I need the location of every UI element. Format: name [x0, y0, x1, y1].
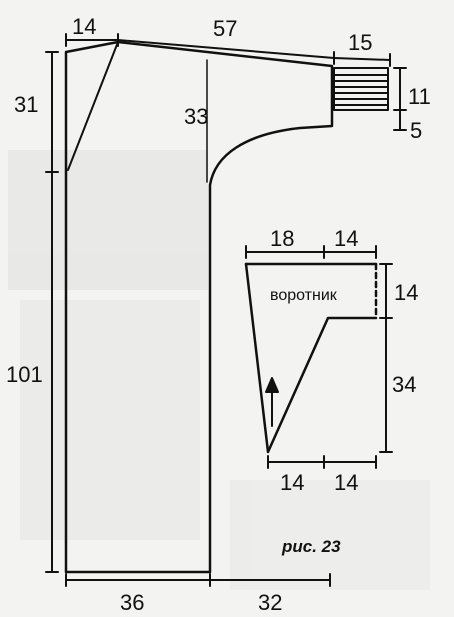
collar-dim-right-lower: 34	[392, 372, 416, 397]
main-pattern-outline	[64, 40, 334, 574]
grain-arrow-icon	[265, 377, 279, 427]
dim-bottom-left: 36	[120, 590, 144, 615]
dim-top-middle: 57	[213, 16, 237, 41]
dim-inner: 33	[184, 104, 208, 129]
dim-cuff-gap: 5	[410, 118, 422, 143]
dim-cuff-height: 11	[408, 84, 431, 109]
dim-top-left: 14	[72, 14, 96, 39]
background-texture	[8, 150, 430, 590]
figure-caption: рис. 23	[281, 537, 341, 556]
collar-dim-right-upper: 14	[394, 280, 418, 305]
collar-dim-top-left: 18	[270, 226, 294, 251]
collar-dim-bottom-right: 14	[334, 470, 358, 495]
dim-bottom-right: 32	[258, 590, 282, 615]
dim-top-right: 15	[348, 30, 372, 55]
collar-dimension-lines	[245, 245, 393, 469]
collar-outline	[244, 262, 378, 454]
dim-left-total: 101	[6, 362, 43, 387]
dim-left-upper: 31	[14, 92, 38, 117]
collar-dim-bottom-left: 14	[280, 470, 304, 495]
collar-label: воротник	[270, 287, 338, 304]
collar-dim-top-right: 14	[334, 226, 358, 251]
cuff-ribbing	[333, 67, 389, 111]
main-dimension-lines	[45, 33, 407, 587]
